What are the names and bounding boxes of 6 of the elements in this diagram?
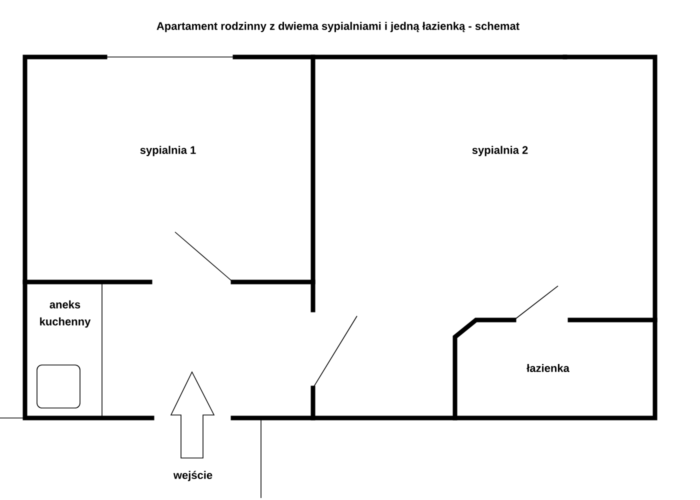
room-label: łazienka (526, 364, 570, 372)
room-label: sypialnia 1 (140, 146, 196, 156)
room-label: wejście (173, 470, 212, 482)
room-label: sypialnia 2 (472, 146, 528, 156)
room-label: aneks kuchenny (40, 300, 91, 328)
title: Apartament rodzinny z dwiema sypialniami i jedną łazienką - schemat (156, 22, 520, 32)
